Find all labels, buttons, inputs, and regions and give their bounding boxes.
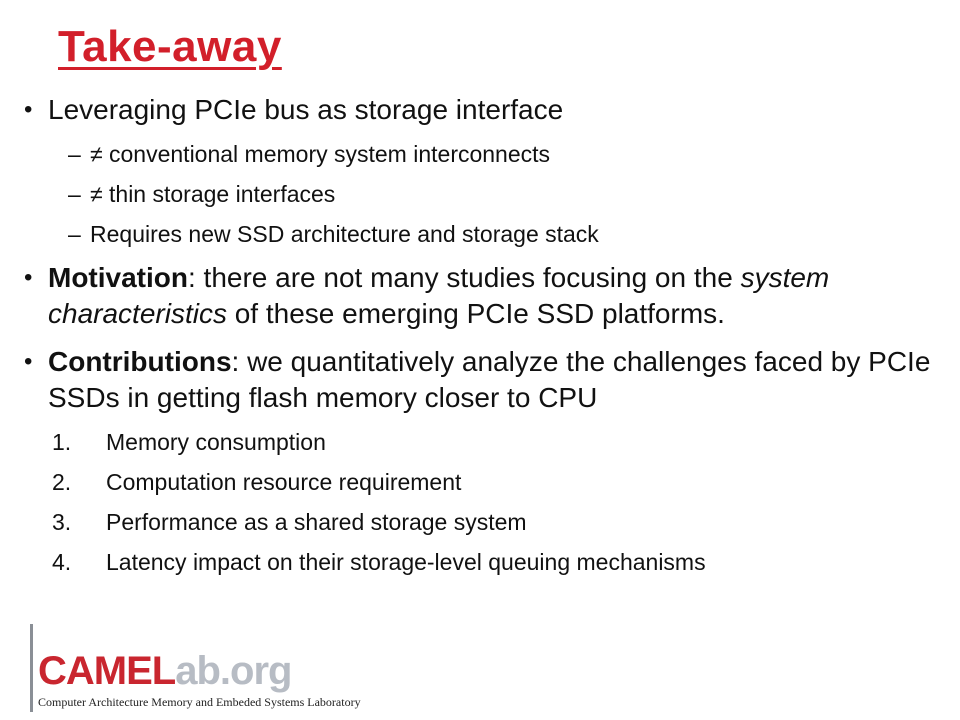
bullet-text: Contributions: we quantitatively analyze… [48, 344, 944, 416]
logo-part-lab: ab.org [175, 649, 292, 693]
numbered-item: 2. Computation resource requirement [24, 462, 944, 502]
slide-title: Take-away [58, 22, 282, 71]
lab-logo: CAMELab.org Computer Architecture Memory… [0, 620, 460, 720]
bullet-bold-lead: Contributions [48, 346, 232, 377]
dash-icon: – [68, 181, 81, 207]
bullet-text-part: : there are not many studies focusing on… [188, 262, 741, 293]
item-number: 2. [52, 469, 72, 495]
sub-bullet-text: Requires new SSD architecture and storag… [90, 221, 599, 247]
dash-icon: – [68, 141, 81, 167]
bullet-item: • Leveraging PCIe bus as storage interfa… [24, 92, 944, 128]
dash-icon: – [68, 221, 81, 247]
sub-bullet-item: – Requires new SSD architecture and stor… [24, 214, 944, 254]
logo-wordmark: CAMELab.org [38, 649, 292, 694]
item-number: 3. [52, 509, 72, 535]
sub-bullet-item: – ≠ thin storage interfaces [24, 174, 944, 214]
numbered-item-text: Performance as a shared storage system [106, 509, 527, 535]
logo-subtitle: Computer Architecture Memory and Embeded… [38, 695, 361, 709]
logo-divider [30, 624, 33, 712]
bullet-bold-lead: Motivation [48, 262, 188, 293]
bullet-text-part: of these emerging PCIe SSD platforms. [226, 298, 725, 329]
item-number: 1. [52, 429, 72, 455]
sub-bullet-text: ≠ conventional memory system interconnec… [90, 141, 551, 167]
logo-part-camel: CAMEL [38, 649, 176, 693]
numbered-item-text: Computation resource requirement [106, 469, 462, 495]
numbered-item: 4. Latency impact on their storage-level… [24, 542, 944, 582]
numbered-item-text: Latency impact on their storage-level qu… [106, 549, 706, 575]
bullet-icon: • [24, 348, 33, 375]
bullet-item: • Contributions: we quantitatively analy… [24, 344, 944, 416]
bullet-text-part: : we quantitatively analyze the challeng… [48, 346, 931, 413]
numbered-item: 3. Performance as a shared storage syste… [24, 502, 944, 542]
sub-bullet-item: – ≠ conventional memory system interconn… [24, 134, 944, 174]
bullet-icon: • [24, 96, 33, 123]
bullet-italic-part: system characteristics [48, 262, 830, 329]
numbered-item: 1. Memory consumption [24, 422, 944, 462]
bullet-text: Motivation: there are not many studies f… [48, 260, 944, 332]
sub-bullet-text: ≠ thin storage interfaces [90, 181, 336, 207]
bullet-item: • Motivation: there are not many studies… [24, 260, 944, 332]
bullet-icon: • [24, 264, 33, 291]
bullet-text: Leveraging PCIe bus as storage interface [48, 94, 564, 125]
item-number: 4. [52, 549, 72, 575]
slide-body: • Leveraging PCIe bus as storage interfa… [24, 92, 944, 582]
numbered-item-text: Memory consumption [106, 429, 326, 455]
